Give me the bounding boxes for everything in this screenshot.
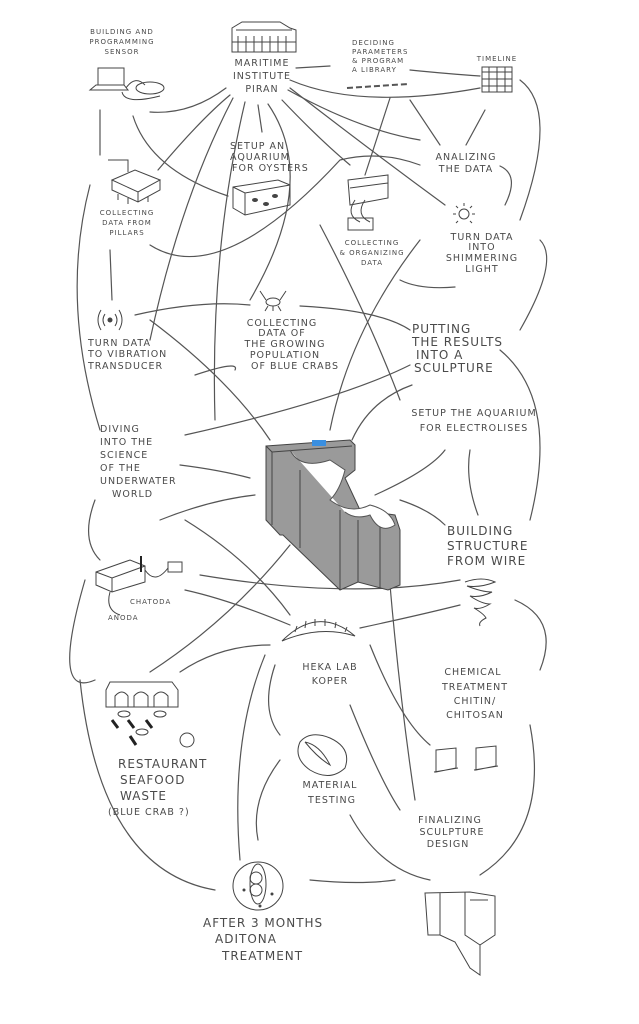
sun-icon xyxy=(453,203,475,224)
laptop-sensor-icon xyxy=(88,67,165,101)
cathode-label: CHATODA xyxy=(130,598,171,606)
arch-icon xyxy=(281,619,356,642)
crab-icon xyxy=(259,290,287,312)
cell-icon xyxy=(232,861,284,911)
sculpture-model xyxy=(265,439,401,591)
building-icon xyxy=(231,21,297,53)
connector-lines xyxy=(69,65,548,891)
pillars-icon xyxy=(108,159,162,204)
vibration-icon xyxy=(97,309,123,331)
anode-label: ANODA xyxy=(108,614,139,622)
library-bar-icon xyxy=(346,83,409,89)
material-sample-icon xyxy=(297,734,348,776)
node-timeline-label: TIMELINE xyxy=(476,55,517,63)
aquarium-icon xyxy=(232,179,291,216)
electrolysis-icon xyxy=(95,556,183,616)
timeline-grid-icon xyxy=(481,66,513,93)
wire-spiral-icon xyxy=(464,578,497,627)
restaurant-icon xyxy=(105,681,195,748)
printer-icon xyxy=(433,745,499,773)
data-box-icon xyxy=(347,174,389,231)
final-sculpture-icon xyxy=(424,891,496,976)
